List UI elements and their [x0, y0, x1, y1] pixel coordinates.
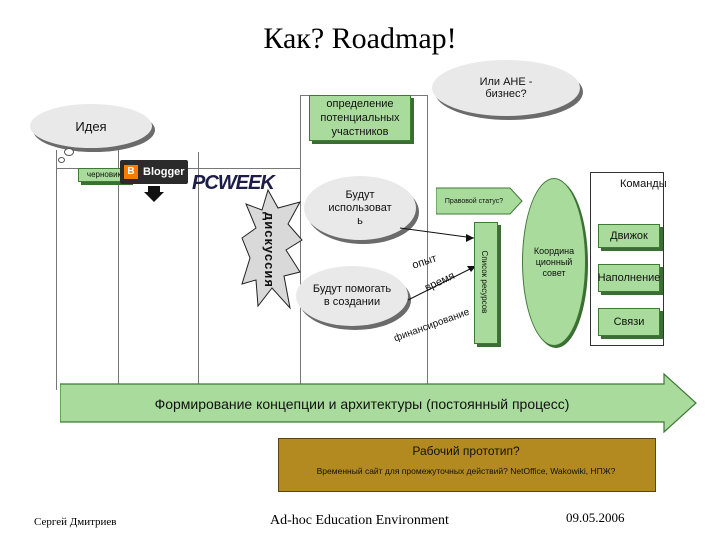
timeline-line-2 — [118, 150, 119, 390]
participants-box: определение потенциальных участников — [309, 95, 411, 141]
timeline-line-3 — [198, 152, 199, 390]
will-help-label: Будут помогать в создании — [312, 283, 392, 308]
resources-list-wrap: Список ресурсов — [475, 222, 495, 342]
prototype-subtitle: Временный сайт для промежуточных действи… — [316, 466, 616, 476]
engine-box: Движок — [598, 224, 660, 248]
down-arrow-icon — [144, 186, 164, 202]
footer-event: Ad-hoc Education Environment — [270, 513, 449, 528]
teams-label: Команды — [620, 178, 667, 190]
pcweek-logo-text: PCWEEK — [192, 171, 275, 194]
coordination-council-label: Координа ционный совет — [533, 245, 575, 278]
timeline-line-1 — [56, 150, 57, 390]
draft-label: черновик — [86, 170, 122, 179]
coordination-council-ellipse: Координа ционный совет — [522, 178, 586, 346]
concept-label-wrap: Формирование концепции и архитектуры (по… — [64, 386, 660, 422]
footer-author: Сергей Дмитриев — [34, 516, 117, 528]
idea-label: Идея — [75, 118, 107, 134]
legal-status-wrap: Правовой статус? — [436, 188, 512, 214]
concept-label: Формирование концепции и архитектуры (по… — [154, 396, 570, 412]
footer-date: 09.05.2006 — [566, 510, 625, 525]
blogger-b-icon: B — [124, 165, 138, 179]
discussion-burst — [241, 188, 303, 310]
content-box: Наполнение — [598, 264, 660, 292]
connections-box: Связи — [598, 308, 660, 336]
idea-thought-bubble-1 — [64, 148, 74, 156]
pcweek-logo: PCWEEK — [192, 166, 275, 200]
resources-list-box — [474, 222, 498, 344]
prototype-box — [278, 438, 656, 492]
idea-cloud: Идея — [30, 104, 152, 148]
concept-arrow — [60, 372, 697, 434]
blogger-logo: B Blogger — [120, 160, 188, 184]
will-help-cloud: Будут помогать в создании — [296, 266, 408, 326]
will-use-cloud: Будут использоват ь — [304, 176, 416, 240]
blogger-logo-text: Blogger — [143, 166, 185, 178]
timeline-line-5 — [427, 95, 428, 390]
prototype-title: Рабочий прототип? — [412, 444, 520, 458]
connections-label: Связи — [613, 316, 645, 328]
participants-label: определение потенциальных участников — [320, 98, 400, 138]
page-title: Как? Roadmap! — [263, 22, 457, 55]
will-use-label: Будут использоват ь — [328, 188, 392, 227]
business-cloud: Или АНЕ - бизнес? — [432, 60, 580, 116]
content-label: Наполнение — [597, 272, 661, 284]
resources-list-label: Список ресурсов — [480, 250, 490, 314]
engine-label: Движок — [610, 230, 648, 242]
legal-status-label: Правовой статус? — [444, 197, 504, 205]
timeline-line-4 — [300, 95, 301, 390]
business-question-label: Или АНЕ - бизнес? — [479, 76, 533, 100]
legal-status-arrow — [436, 187, 523, 215]
idea-thought-bubble-2 — [58, 157, 65, 163]
